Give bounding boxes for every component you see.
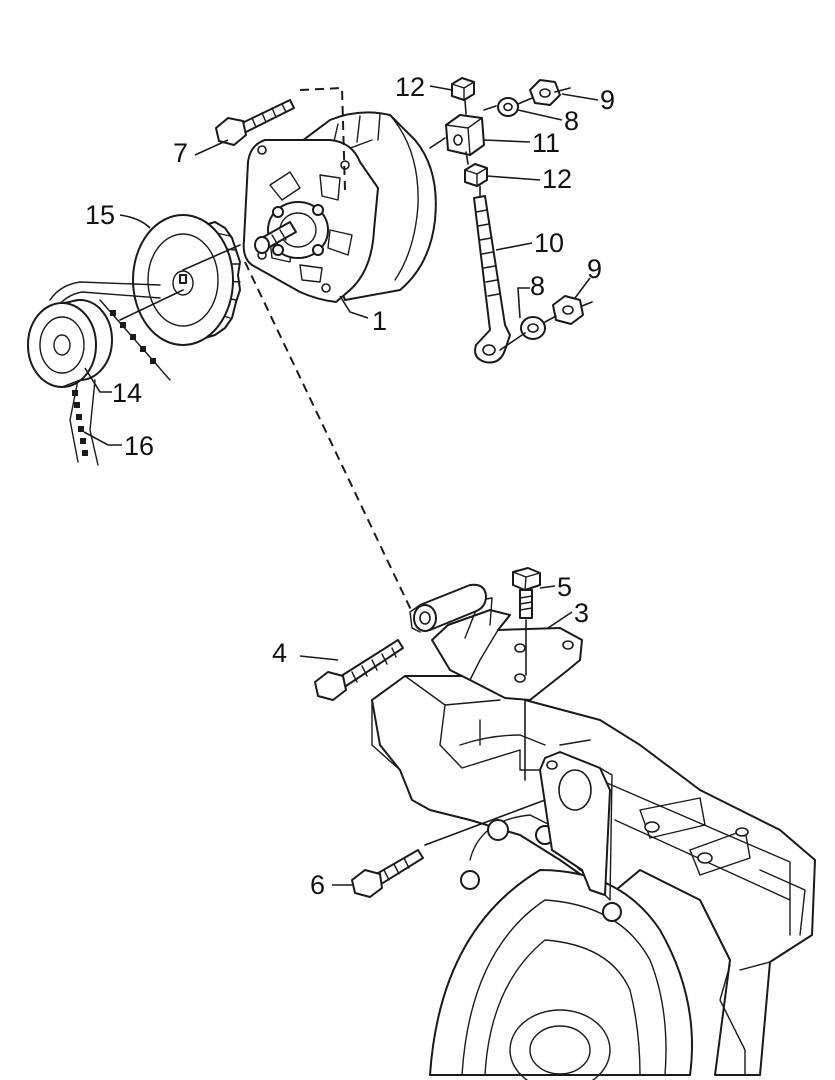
mounting-bracket [409,583,583,701]
washer-top [497,97,519,117]
bracket-bolt [512,567,541,619]
nut-top-right [529,79,561,106]
nut-upper [451,77,475,101]
nut-lower [464,163,488,187]
assembly-lines [119,86,593,846]
callout-alternator-bolt: 7 [173,138,188,168]
callout-v-belt: 16 [124,431,154,461]
callout-nut-lower: 12 [542,164,572,194]
nut-rod [552,295,584,325]
tension-rod [473,195,511,364]
callout-crank-pulley: 14 [112,378,142,408]
washer-rod [520,316,546,340]
callout-fan-pulley: 15 [85,200,115,230]
callouts: 12 9 8 11 7 12 15 10 9 8 1 14 16 5 3 4 6 [85,72,615,900]
spacer-block [445,114,485,156]
callout-tension-rod: 10 [534,228,564,258]
callout-spacer-block: 11 [532,128,560,158]
callout-washer-top: 8 [564,106,579,136]
callout-washer-rod: 8 [530,271,545,301]
engine-bolt [351,849,424,898]
crank-pulley [27,299,113,388]
callout-nut-rod: 9 [587,254,602,284]
callout-alternator: 1 [372,306,387,336]
fan-pulley [132,214,241,346]
callout-bracket-bolt: 5 [557,572,572,602]
pivot-bolt [314,639,404,701]
alternator [242,111,437,303]
callout-mounting-bracket: 3 [574,598,589,628]
callout-pivot-bolt: 4 [272,638,287,668]
engine-bracket-plate [539,751,613,901]
callout-nut-top-right: 9 [600,85,615,115]
leader-lines [83,85,599,886]
callout-engine-bolt: 6 [310,870,325,900]
callout-nut-upper: 12 [395,72,425,102]
alternator-bolt [215,99,295,146]
